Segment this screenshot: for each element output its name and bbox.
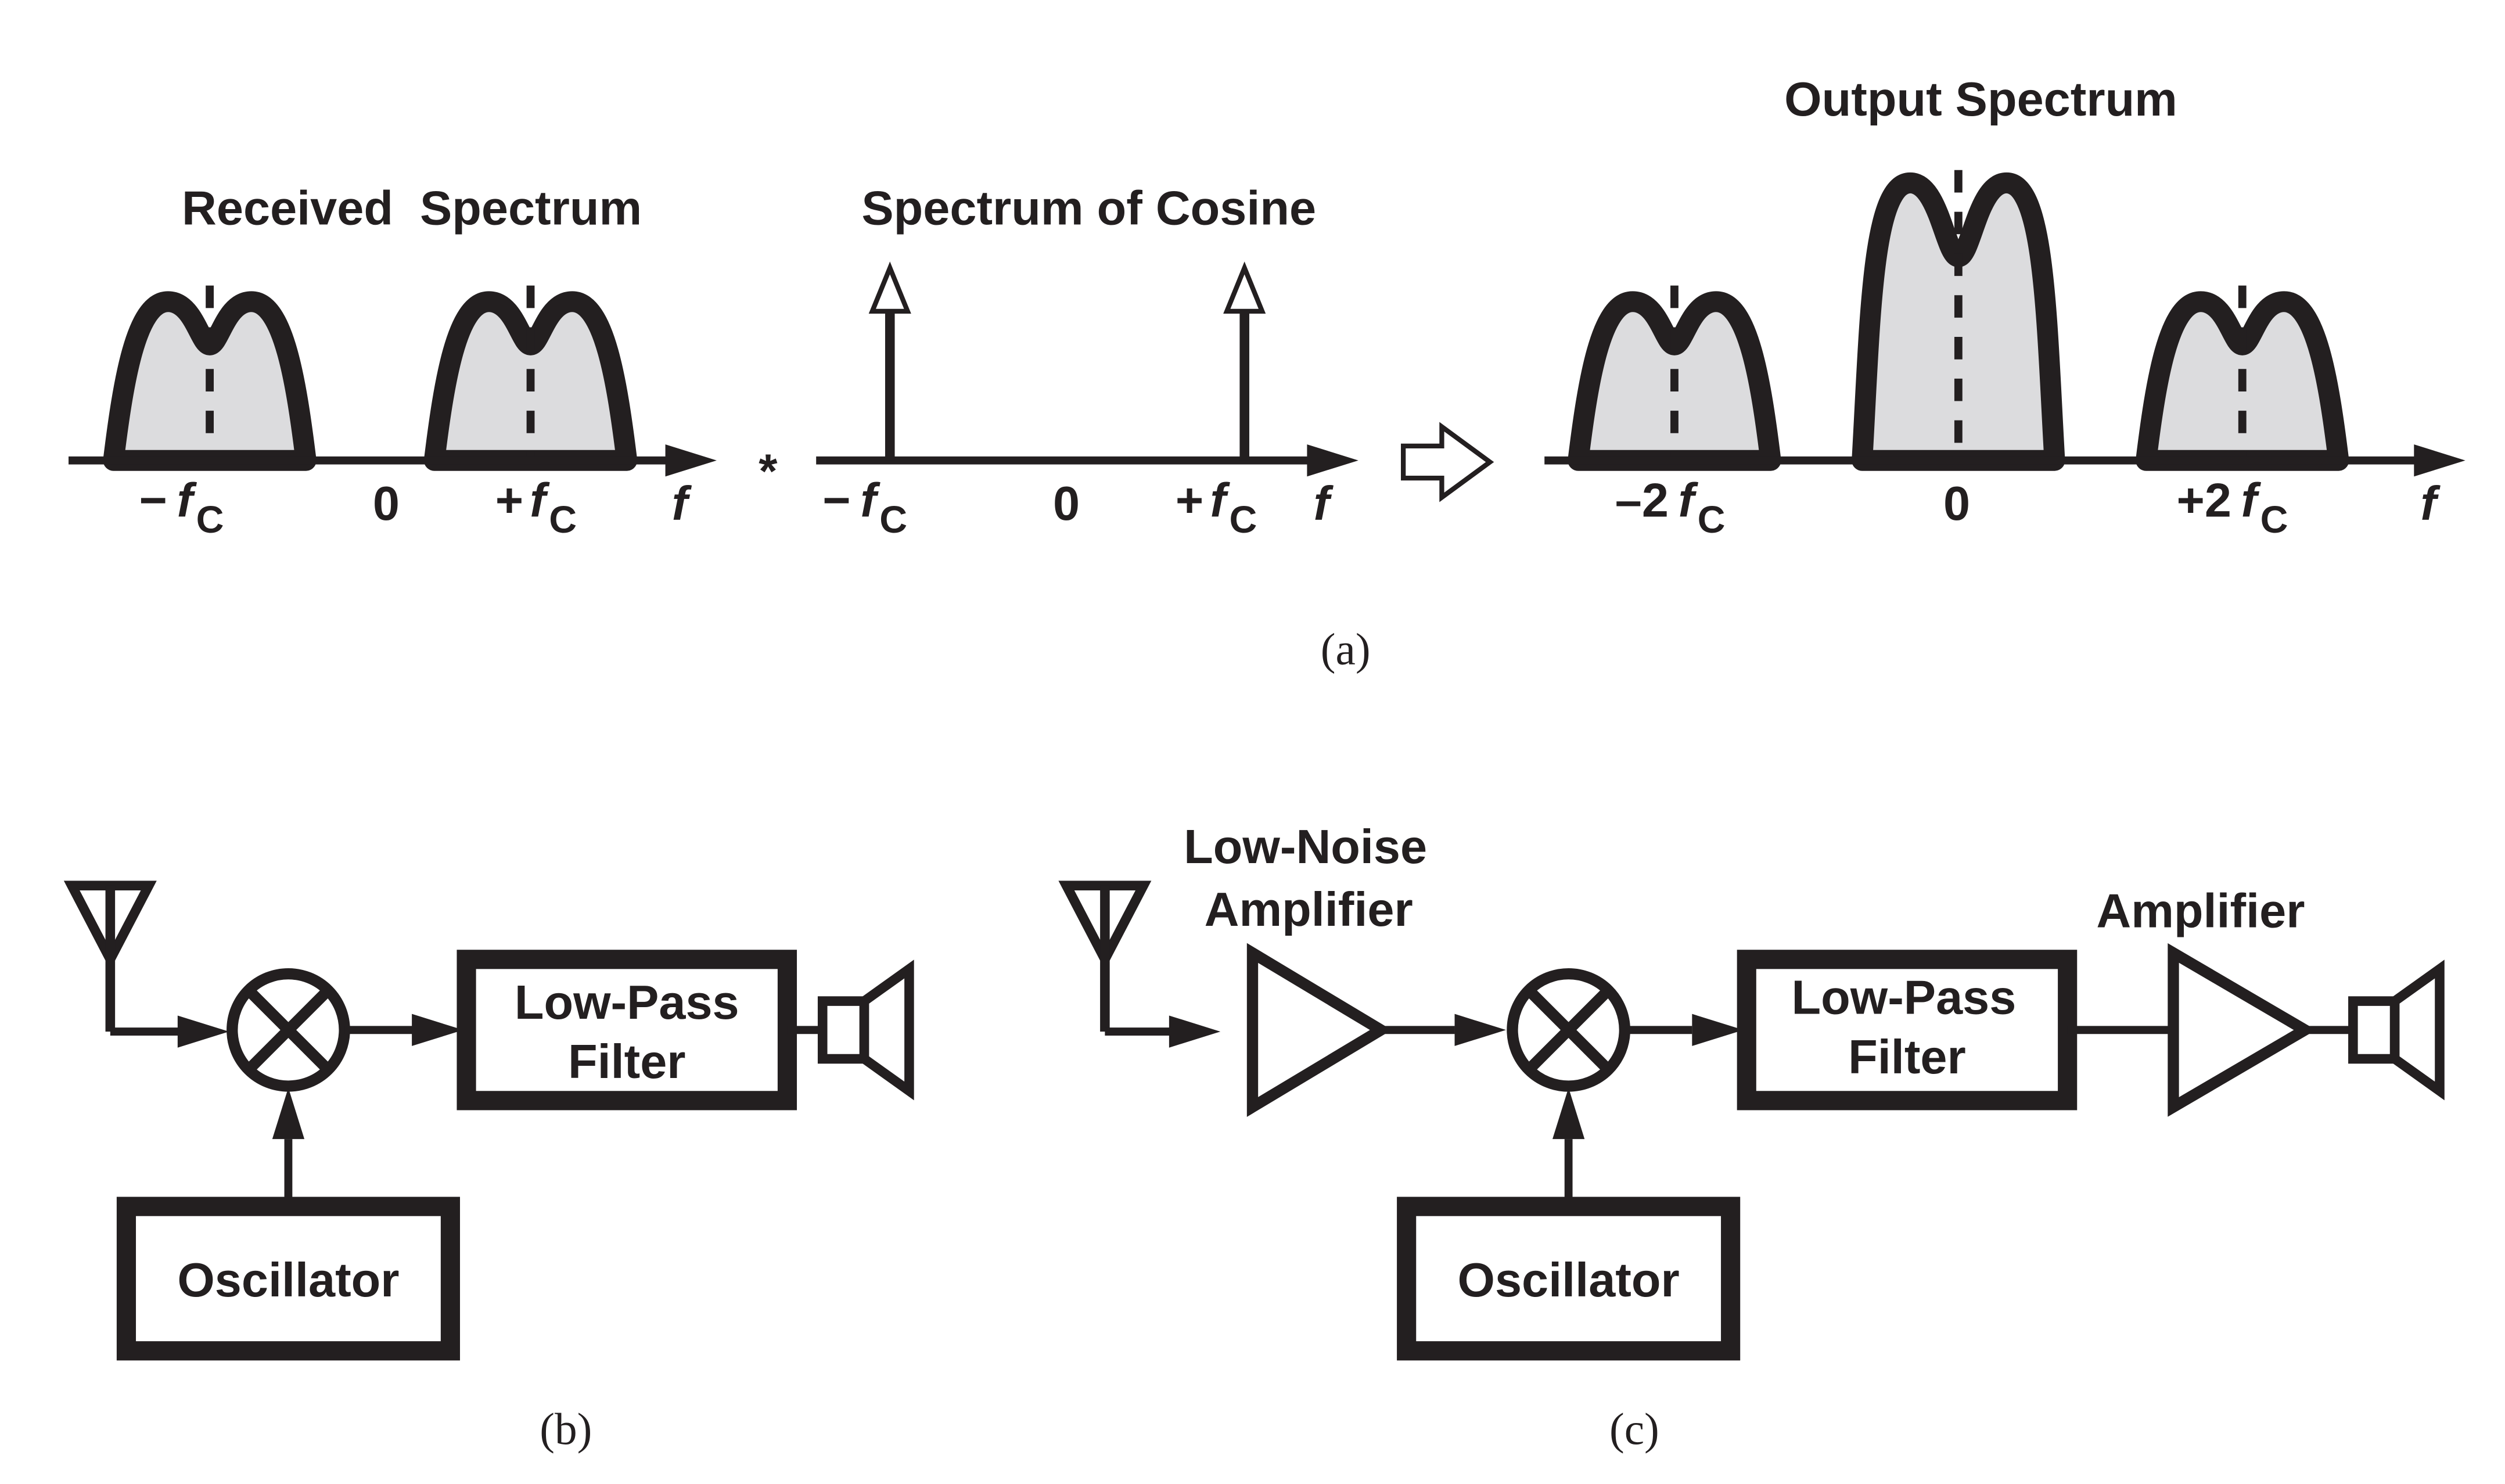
c-low-pass-filter-box: [1737, 950, 2078, 1111]
output-spectrum-title: Output Spectrum: [1784, 72, 2177, 126]
c-oscillator-box: [1397, 1196, 1741, 1361]
received-axis-arrowhead: [665, 444, 717, 477]
c-amp-triangle-icon: [2168, 943, 2316, 1117]
received-axis-label: f: [672, 476, 692, 530]
received-tick-zero: 0: [373, 476, 400, 530]
b-low-pass-filter-box: [457, 950, 797, 1111]
b-mixer-input-arrowhead: [177, 1015, 229, 1048]
c-lpf-label-line1: Low-Pass: [1792, 971, 2017, 1025]
cosine-impulse-neg-arrow: [868, 261, 911, 314]
c-lpf-input-arrowhead: [1692, 1014, 1744, 1046]
c-lna-label-line2: Amplifier: [1205, 882, 1413, 936]
c-mixer-icon: [1507, 968, 1630, 1092]
output-tick-zero: 0: [1943, 476, 1970, 530]
output-axis-arrowhead: [2414, 444, 2466, 477]
c-mixer-input-arrowhead: [1454, 1014, 1506, 1046]
c-lpf-label-line2: Filter: [1848, 1030, 1966, 1084]
b-lpf-label-line1: Low-Pass: [515, 975, 739, 1029]
b-oscillator-box: [116, 1196, 460, 1361]
antenna-icon: [63, 881, 157, 1032]
result-arrow-icon: [1401, 422, 1494, 502]
received-spectrum-title: Received Spectrum: [182, 181, 642, 235]
c-lna-triangle-icon: [1246, 943, 1392, 1117]
panel-b: Low-Pass Filter Oscillator (b): [63, 881, 914, 1454]
c-lna-input-arrowhead: [1169, 1015, 1221, 1048]
c-oscillator-label: Oscillator: [1458, 1253, 1680, 1307]
b-mixer-icon: [227, 968, 350, 1092]
c-mixer-lo-arrowhead: [1552, 1087, 1585, 1140]
cosine-axis-arrowhead: [1307, 444, 1358, 477]
cosine-axis-label: f: [1313, 476, 1334, 530]
cosine-tick-zero: 0: [1053, 476, 1080, 530]
cosine-spectrum-title: Spectrum of Cosine: [861, 181, 1316, 235]
panel-c: Low-Noise Amplifier Low-Pass Filter Ampl…: [1058, 820, 2445, 1454]
c-amp-label: Amplifier: [2096, 884, 2305, 938]
c-lna-label-line1: Low-Noise: [1184, 820, 1427, 874]
b-lpf-input-arrowhead: [412, 1014, 463, 1046]
caption-c: (c): [1609, 1404, 1659, 1454]
caption-b: (b): [540, 1404, 592, 1454]
c-antenna-icon: [1058, 881, 1152, 1032]
output-axis-label: f: [2420, 476, 2441, 530]
b-speaker-icon: [817, 960, 914, 1101]
convolution-symbol: *: [759, 444, 778, 498]
b-oscillator-label: Oscillator: [177, 1253, 399, 1307]
c-speaker-icon: [2348, 960, 2445, 1101]
b-mixer-lo-arrowhead: [272, 1087, 305, 1140]
b-lpf-label-line2: Filter: [568, 1034, 686, 1088]
cosine-impulse-pos-arrow: [1223, 261, 1266, 314]
caption-a: (a): [1321, 624, 1371, 674]
